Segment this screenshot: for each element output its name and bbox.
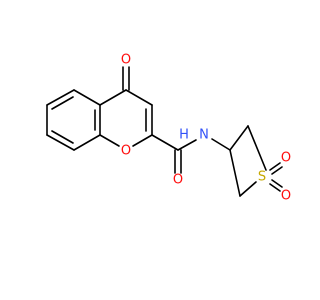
bond [269, 162, 281, 171]
bond-group [46, 66, 283, 197]
bond [177, 139, 197, 151]
bond [229, 149, 241, 197]
bond [269, 183, 281, 192]
bond [99, 134, 120, 147]
bond [247, 125, 267, 171]
bond [151, 134, 179, 151]
bond [51, 130, 74, 144]
bond [73, 134, 101, 151]
molecule-structure-canvas: O O O N H S O O [46, 53, 291, 204]
ring-oxygen-label: O [121, 144, 131, 159]
bond [211, 138, 231, 151]
bond [132, 134, 153, 147]
amide-nitrogen-label: N [199, 128, 209, 143]
molecule-structure-diagram: O O O N H S O O [46, 53, 291, 204]
amide-oxygen-label: O [173, 173, 183, 188]
bond [99, 89, 127, 106]
bond [46, 134, 75, 151]
bond [46, 89, 75, 106]
sulfone-oxygen-top-label: O [281, 151, 291, 166]
bond [125, 89, 153, 106]
sulfur-label: S [258, 170, 266, 185]
bond [51, 96, 74, 110]
bond [73, 89, 101, 106]
bond [271, 166, 283, 175]
bond [239, 181, 257, 197]
bond [271, 179, 283, 188]
atom-label-group: O O O N H S O O [121, 53, 291, 204]
sulfone-oxygen-bottom-label: O [281, 189, 291, 204]
bond [229, 125, 249, 151]
amide-hydrogen-label: H [179, 128, 189, 143]
ketone-oxygen-label: O [121, 53, 131, 68]
